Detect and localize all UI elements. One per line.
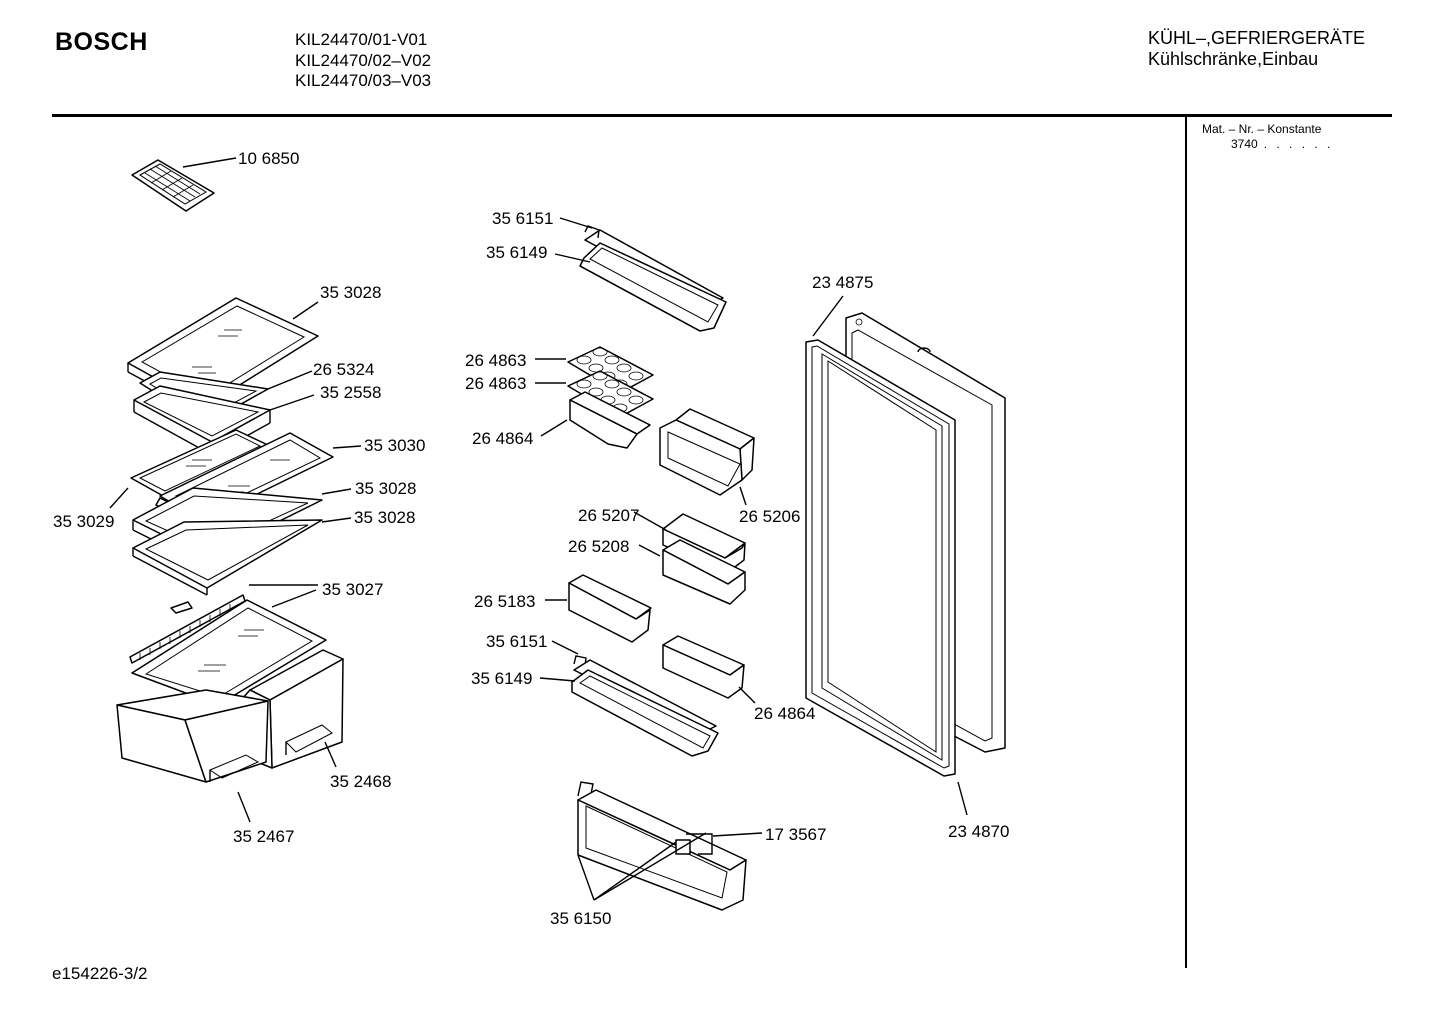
part-label-bottle-holder: 17 3567 <box>765 825 826 844</box>
door-bin-mid-drawing <box>571 655 719 757</box>
part-label-door-rail-mid: 35 6151 <box>486 632 547 651</box>
model-number: KIL24470/02–V02 <box>295 50 432 70</box>
bottle-bin-drawing <box>577 781 747 911</box>
part-label-egg-tray-2: 26 4863 <box>465 374 526 393</box>
mat-nr-number: 3740 <box>1231 137 1258 151</box>
part-label-door-rail-top: 35 6151 <box>492 209 553 228</box>
small-bin-3-drawing <box>662 635 745 699</box>
part-label-door-panel: 23 4875 <box>812 273 873 292</box>
part-label-shelf-frame: 26 5324 <box>313 360 374 379</box>
part-label-small-bin-3: 26 4864 <box>754 704 815 723</box>
category-line-2: Kühlschränke,Einbau <box>1148 49 1319 69</box>
small-bin-2-drawing <box>568 574 652 643</box>
part-label-door-bin-mid: 35 6149 <box>471 669 532 688</box>
model-number: KIL24470/01-V01 <box>295 30 428 49</box>
sidebar-divider <box>1185 116 1187 968</box>
shelf-mid-drawing <box>132 487 323 596</box>
part-label-small-bin-2: 26 5183 <box>474 592 535 611</box>
mat-nr-value: 3740 . . . . . . <box>1231 137 1333 151</box>
document-id: e154226-3/2 <box>52 964 148 983</box>
part-label-split-shelf-left: 35 3029 <box>53 512 114 531</box>
category-line-1: KÜHL–,GEFRIERGERÄTE <box>1148 28 1366 48</box>
model-number: KIL24470/03–V03 <box>295 71 432 90</box>
mat-nr-dots: . . . . . . <box>1263 137 1334 151</box>
part-labels: 10 6850 35 3028 26 5324 35 2558 35 3030 … <box>53 149 1009 928</box>
part-label-crisper-cover: 35 3027 <box>322 580 383 599</box>
header-divider <box>52 114 1392 117</box>
part-label-butter-box: 26 5206 <box>739 507 800 526</box>
part-label-small-bin-1: 26 4864 <box>472 429 533 448</box>
leader-lines <box>109 157 968 901</box>
part-label-shelf-mid-2: 35 3028 <box>354 508 415 527</box>
small-bin-1-drawing <box>569 391 651 449</box>
model-list: KIL24470/01-V01 KIL24470/02–V02 KIL24470… <box>295 30 431 92</box>
crisper-left-drawing <box>116 689 269 783</box>
butter-box-drawing <box>659 408 755 496</box>
egg-tray-drawing <box>567 346 654 418</box>
part-label-door-bin-top: 35 6149 <box>486 243 547 262</box>
door-bin-top-drawing <box>579 225 727 332</box>
part-label-shelf-top: 35 3028 <box>320 283 381 302</box>
category-heading: KÜHL–,GEFRIERGERÄTE Kühlschränke,Einbau <box>1148 28 1365 70</box>
part-label-door-seal: 23 4870 <box>948 822 1009 841</box>
brand-logo: BOSCH <box>55 28 148 56</box>
part-label-crisper-right: 35 2468 <box>330 772 391 791</box>
dairy-box-drawing <box>662 513 746 605</box>
parts-drawing <box>116 159 1006 911</box>
part-label-ice-tray: 10 6850 <box>238 149 299 168</box>
ice-tray-drawing <box>131 159 215 212</box>
part-label-shelf-tray: 35 2558 <box>320 383 381 402</box>
part-label-dairy-bin: 26 5208 <box>568 537 629 556</box>
part-label-split-shelf-right: 35 3030 <box>364 436 425 455</box>
part-label-shelf-mid-1: 35 3028 <box>355 479 416 498</box>
part-label-crisper-left: 35 2467 <box>233 827 294 846</box>
part-label-bottle-bin: 35 6150 <box>550 909 611 928</box>
mat-nr-label: Mat. – Nr. – Konstante <box>1202 122 1322 136</box>
door-seal-drawing <box>805 339 956 777</box>
part-label-dairy-lid: 26 5207 <box>578 506 639 525</box>
part-label-egg-tray-1: 26 4863 <box>465 351 526 370</box>
